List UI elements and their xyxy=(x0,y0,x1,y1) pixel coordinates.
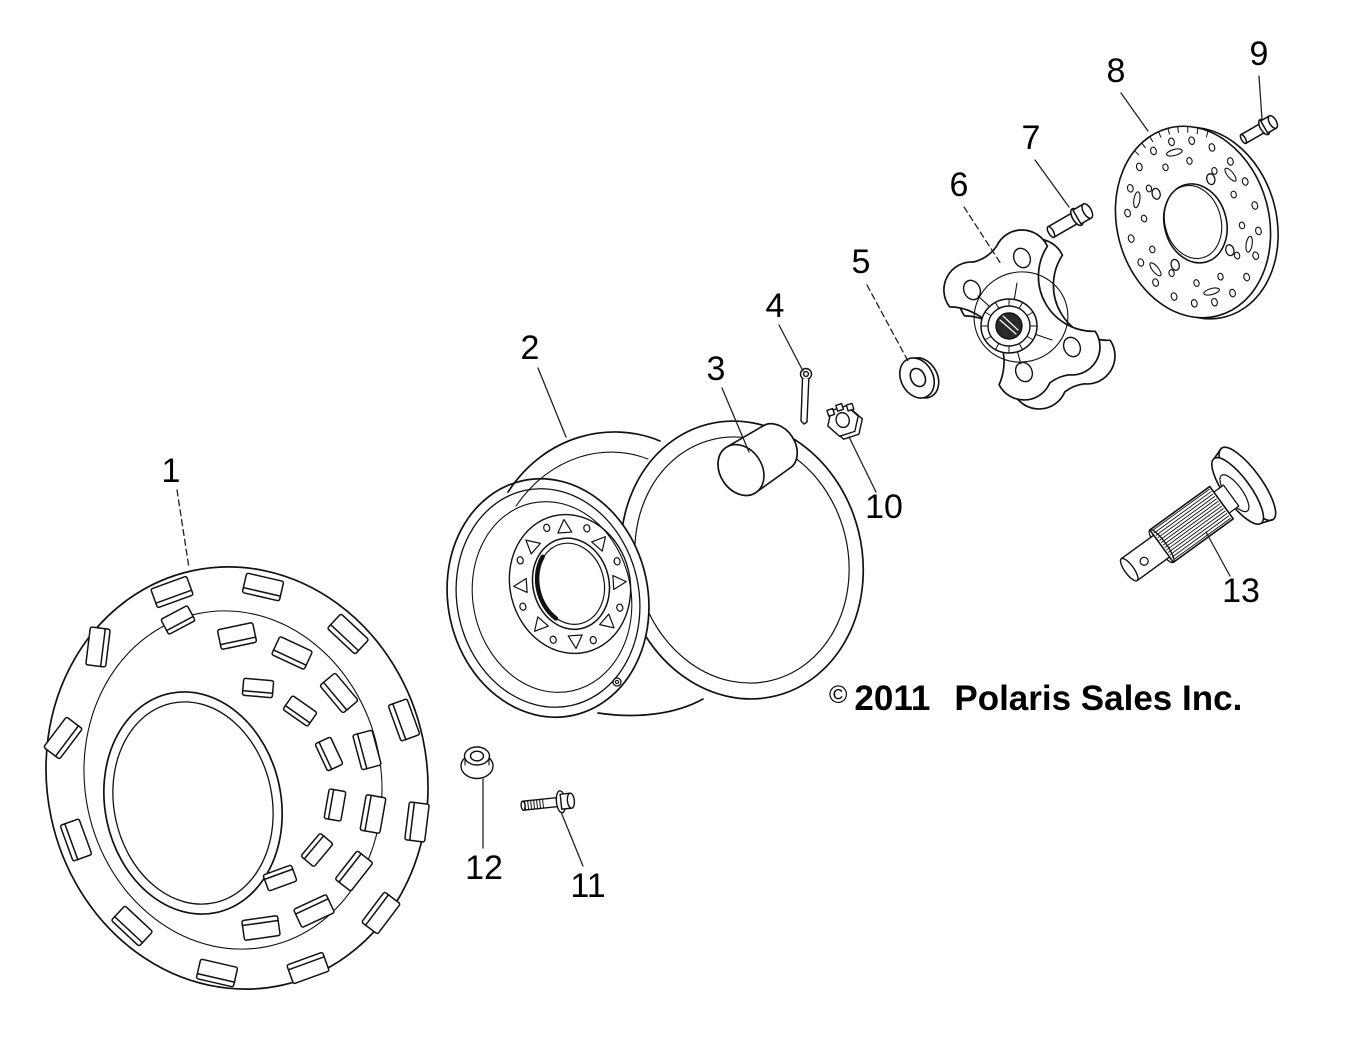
callout-5: 5 xyxy=(851,243,871,281)
valve-stem xyxy=(612,677,622,687)
axle-shaft-drawing xyxy=(1119,446,1277,582)
rim-center-detail xyxy=(508,513,632,655)
castle-nut-drawing xyxy=(826,402,864,440)
callout-13: 13 xyxy=(1222,572,1260,610)
axle-splines xyxy=(1152,488,1231,560)
leader-11 xyxy=(560,811,584,867)
leader-1 xyxy=(176,489,190,569)
disc-perforations xyxy=(1124,136,1262,308)
wheel-rim-drawing xyxy=(446,420,865,719)
callout-11: 11 xyxy=(570,867,606,905)
callout-2: 2 xyxy=(520,329,540,367)
leader-lines xyxy=(176,75,1263,867)
copyright-year: 2011 xyxy=(854,679,931,718)
leader-8 xyxy=(1120,92,1149,132)
leader-4 xyxy=(778,324,804,372)
leader-7 xyxy=(1034,159,1070,208)
leader-2 xyxy=(537,367,567,438)
leader-10 xyxy=(848,436,877,493)
cotter-pin-drawing xyxy=(799,367,813,425)
tire-drawing xyxy=(43,566,430,990)
callout-8: 8 xyxy=(1106,52,1126,90)
copyright-notice: © 2011 Polaris Sales Inc. xyxy=(829,679,1242,719)
callout-6: 6 xyxy=(949,166,969,204)
callout-3: 3 xyxy=(706,350,726,388)
wheel-hub-drawing xyxy=(943,229,1116,410)
bolt-11-drawing xyxy=(520,790,576,814)
leader-9 xyxy=(1258,75,1263,120)
callout-12: 12 xyxy=(465,849,503,887)
bolt-9-drawing xyxy=(1239,114,1279,145)
callout-4: 4 xyxy=(765,287,785,325)
callout-7: 7 xyxy=(1021,119,1041,157)
leader-3 xyxy=(721,387,750,453)
flange-nut-drawing xyxy=(460,746,494,780)
callout-9: 9 xyxy=(1249,35,1269,73)
leader-13 xyxy=(1205,531,1231,577)
bolt-7-drawing xyxy=(1046,203,1094,239)
leader-5 xyxy=(866,284,909,362)
leader-6 xyxy=(963,206,1002,265)
washer-drawing xyxy=(898,357,940,399)
cap-drawing xyxy=(717,422,798,497)
copyright-symbol: © xyxy=(829,681,848,709)
callout-1: 1 xyxy=(161,452,181,490)
brake-disc-drawing xyxy=(1114,125,1279,320)
copyright-company: Polaris Sales Inc. xyxy=(954,679,1243,718)
tire-tread-blocks xyxy=(43,572,430,988)
callout-10: 10 xyxy=(865,488,903,526)
